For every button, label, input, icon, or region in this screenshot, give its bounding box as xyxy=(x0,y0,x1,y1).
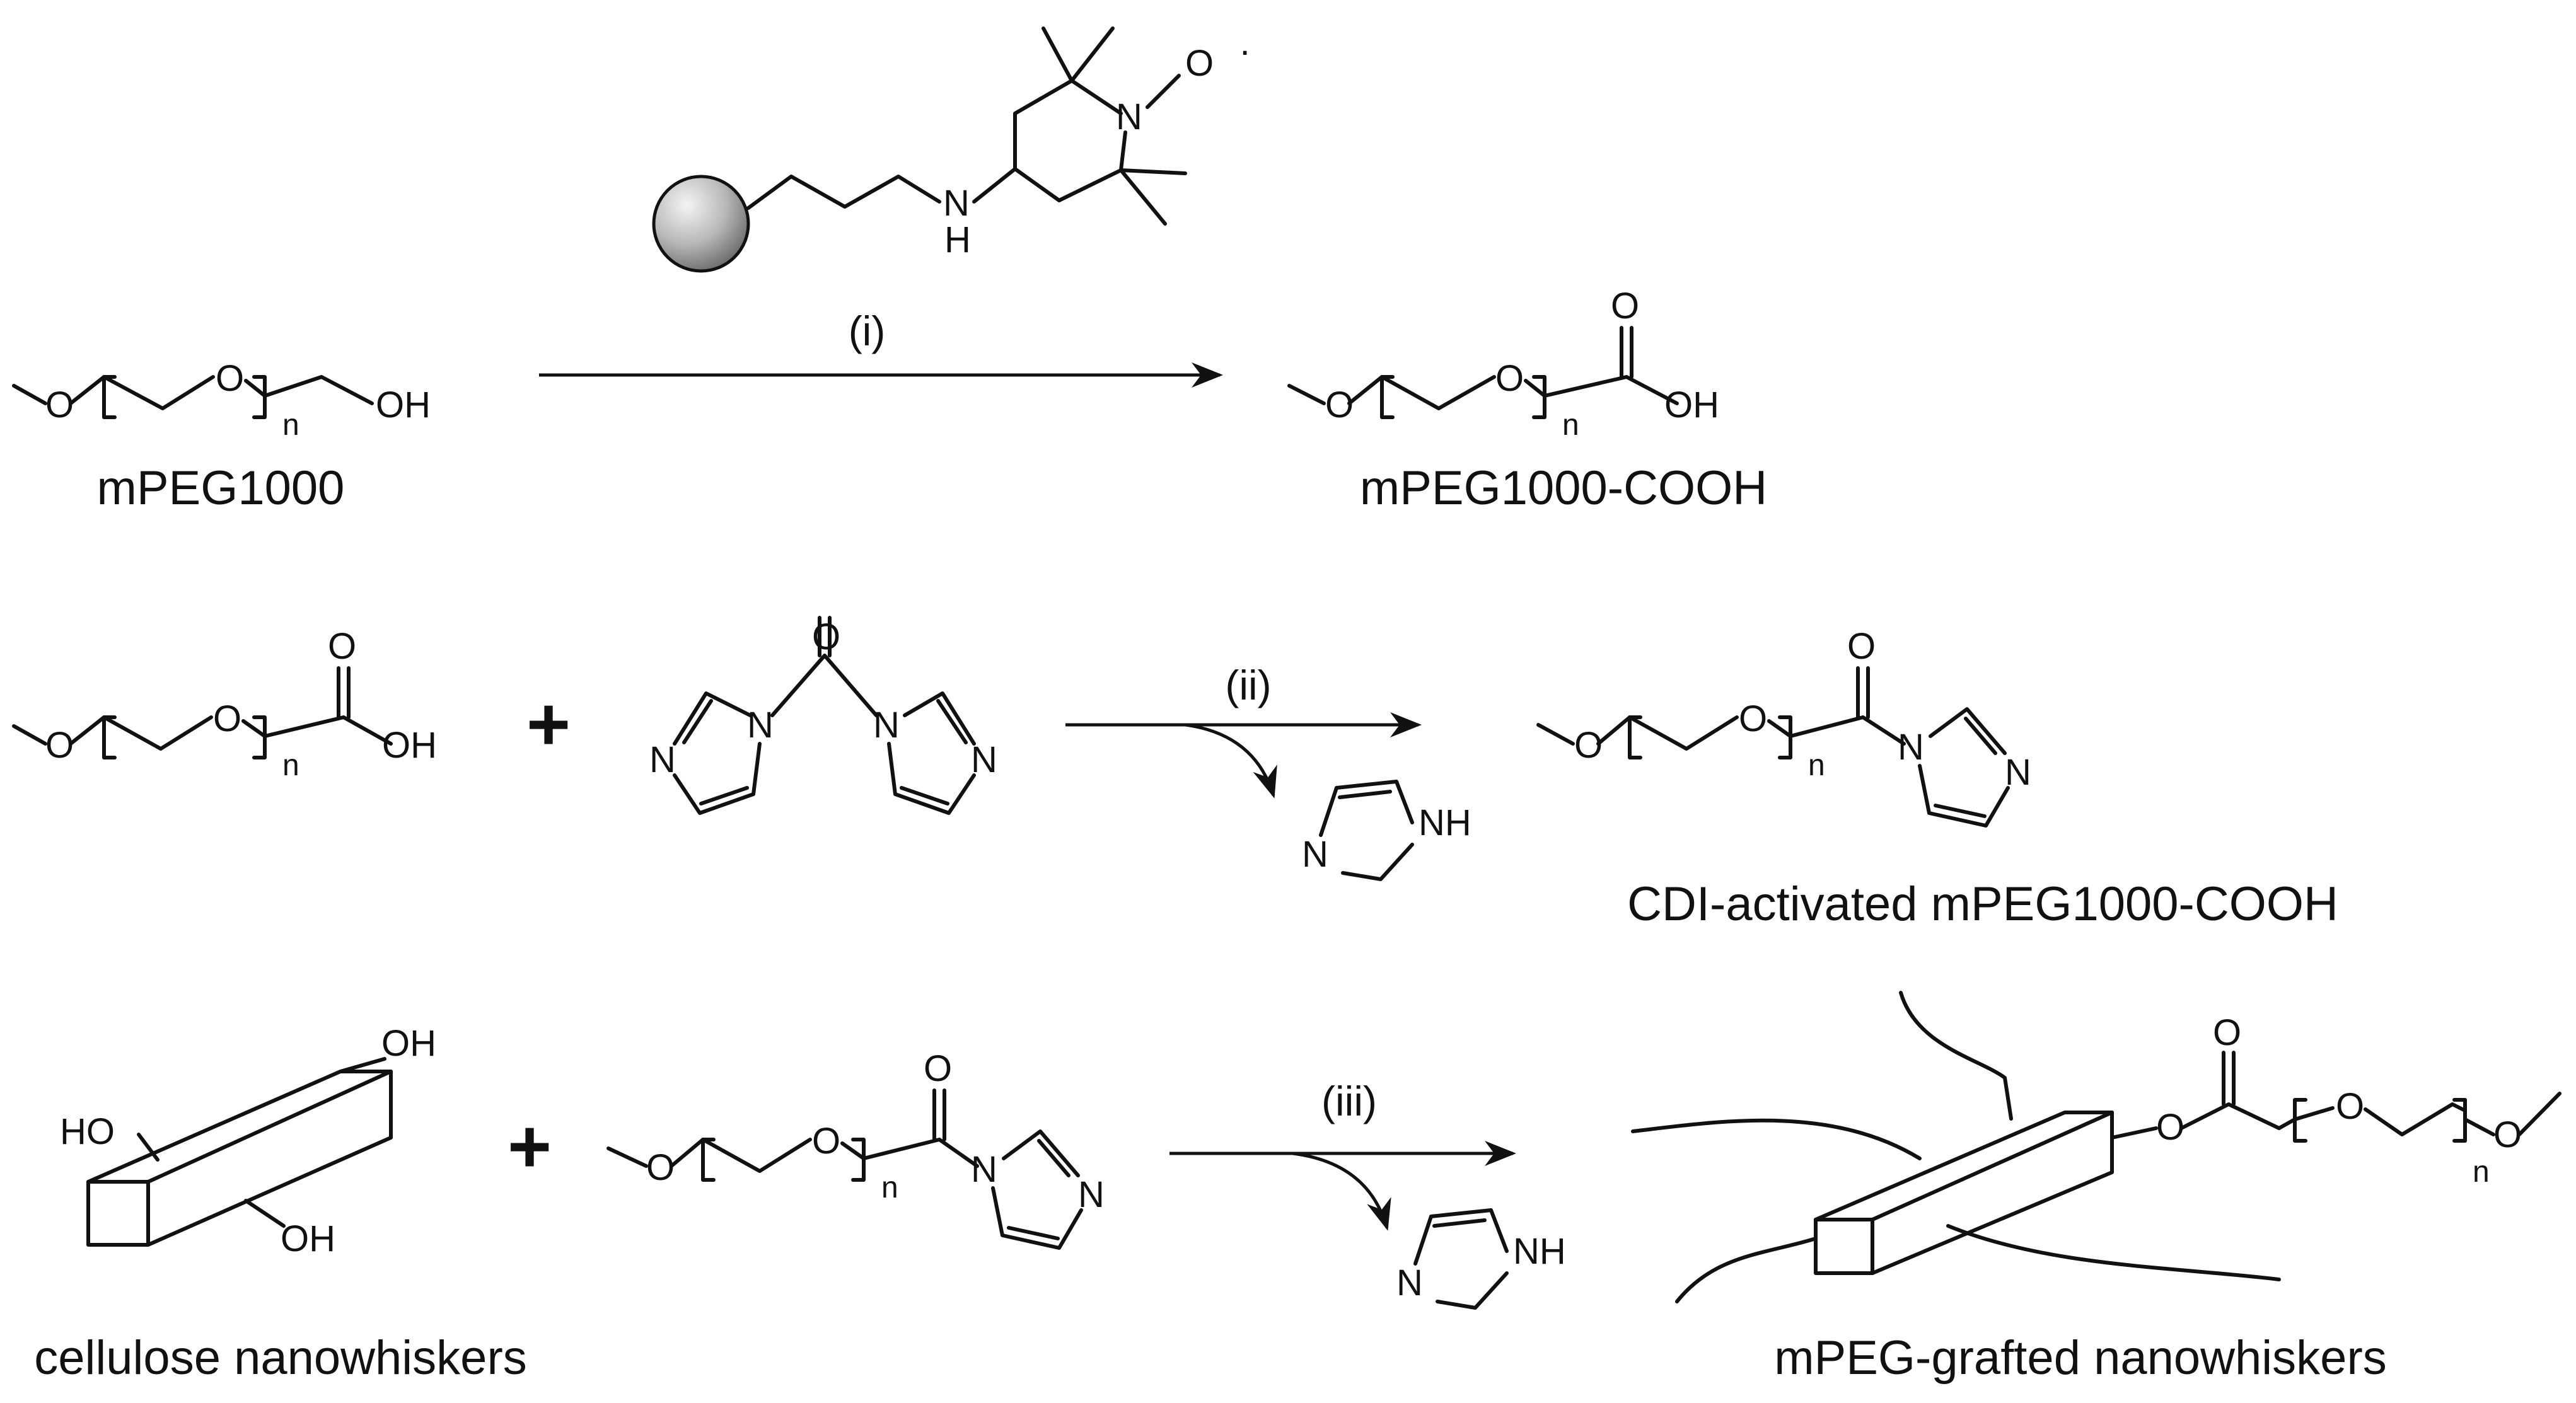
radical-dot: · xyxy=(1239,30,1251,71)
repeat-index-n: n xyxy=(881,1171,898,1204)
condition-ii: (ii) xyxy=(1225,662,1271,708)
cdi-activated-label: CDI-activated mPEG1000-COOH xyxy=(1627,877,2338,931)
atom-n: N xyxy=(1078,1174,1105,1215)
atom-n: N xyxy=(943,183,970,224)
cellulose-nanowhisker: OH HO OH xyxy=(60,1023,436,1259)
atom-o: O xyxy=(1495,358,1524,399)
atom-o: O xyxy=(2213,1012,2241,1053)
mpeg-grafted-nanowhiskers-label: mPEG-grafted nanowhiskers xyxy=(1774,1331,2387,1385)
atom-o: O xyxy=(1185,43,1214,84)
atom-o: O xyxy=(328,626,356,667)
plus-sign: + xyxy=(508,1104,552,1189)
atom-ho: HO xyxy=(60,1111,115,1152)
atom-n: N xyxy=(971,1149,997,1190)
mpeg-grafted-nanowhisker: O O O n O xyxy=(1631,991,2561,1303)
atom-o: O xyxy=(2336,1086,2364,1127)
atom-oh: OH xyxy=(281,1218,335,1259)
repeat-index-n: n xyxy=(1808,749,1825,782)
mpeg1000-structure: O O n OH xyxy=(12,358,431,442)
imidazole-byproduct: NH N xyxy=(1302,780,1471,881)
atom-oh: OH xyxy=(382,725,437,766)
atom-oh: OH xyxy=(1664,384,1719,425)
atom-n: N xyxy=(873,705,900,746)
silica-bead-icon xyxy=(652,175,750,273)
supported-tempo-catalyst: N H N O · xyxy=(652,26,1251,273)
atom-o: O xyxy=(1611,286,1639,326)
atom-o: O xyxy=(216,358,244,399)
repeat-index-n: n xyxy=(282,749,299,782)
atom-nh: NH xyxy=(1513,1231,1566,1272)
atom-n: N xyxy=(971,739,997,780)
mpeg1000-cooh-reactant: O O n O OH xyxy=(12,626,437,782)
atom-o: O xyxy=(812,1121,840,1162)
byproduct-arrow-ii xyxy=(1185,723,1277,799)
atom-o: O xyxy=(1739,698,1767,739)
atom-n: N xyxy=(649,739,676,780)
byproduct-arrow-iii xyxy=(1292,1152,1391,1231)
plus-sign: + xyxy=(526,682,571,766)
atom-n: N xyxy=(2005,752,2031,793)
atom-h: H xyxy=(944,219,971,260)
repeat-index-n: n xyxy=(1562,408,1579,442)
atom-o: O xyxy=(45,725,74,766)
atom-nh: NH xyxy=(1419,802,1471,843)
atom-n: N xyxy=(1396,1262,1423,1303)
condition-i: (i) xyxy=(849,308,886,354)
atom-o: O xyxy=(45,384,74,425)
atom-oh: OH xyxy=(376,384,431,425)
cdi-activated-reagent: O O n O N N xyxy=(606,1048,1105,1250)
atom-o: O xyxy=(812,616,840,657)
mpeg1000-label: mPEG1000 xyxy=(97,461,345,515)
imidazole-byproduct: NH N xyxy=(1396,1208,1566,1310)
atom-o: O xyxy=(924,1048,952,1089)
atom-n: N xyxy=(747,705,774,746)
atom-o: O xyxy=(1847,626,1876,667)
cellulose-nanowhiskers-label: cellulose nanowhiskers xyxy=(34,1331,527,1385)
atom-o: O xyxy=(646,1147,675,1188)
atom-n: N xyxy=(1116,96,1142,137)
condition-iii: (iii) xyxy=(1321,1078,1377,1124)
atom-n: N xyxy=(1898,727,1924,768)
atom-o: O xyxy=(2493,1114,2522,1155)
mpeg1000-cooh-label: mPEG1000-COOH xyxy=(1360,461,1767,515)
atom-n: N xyxy=(1302,834,1328,875)
cdi-structure: O N N N N xyxy=(649,616,997,815)
repeat-index-n: n xyxy=(282,408,299,442)
mpeg1000-cooh-structure: O O n O OH xyxy=(1287,286,1719,442)
repeat-index-n: n xyxy=(2473,1155,2490,1189)
cdi-activated-structure: O O n O N N xyxy=(1536,626,2031,828)
atom-o: O xyxy=(213,698,241,739)
atom-oh: OH xyxy=(381,1023,436,1064)
